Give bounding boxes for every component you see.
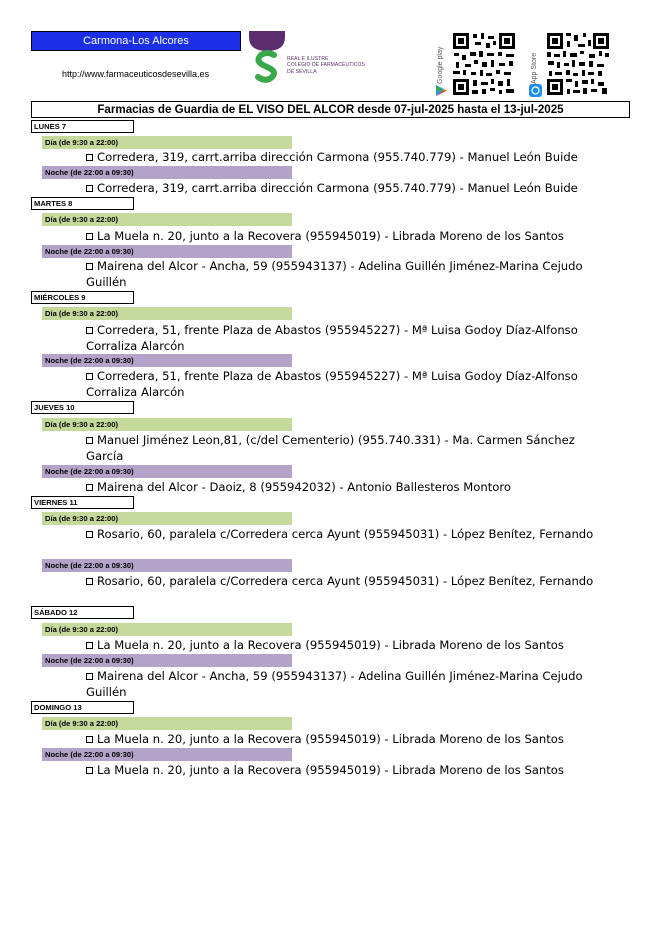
app-store-label: App Store bbox=[531, 52, 538, 84]
checkbox-icon bbox=[86, 185, 93, 192]
night-shift-label: Noche (de 22:00 a 09:30) bbox=[42, 559, 292, 572]
night-shift-label: Noche (de 22:00 a 09:30) bbox=[42, 465, 292, 478]
checkbox-icon bbox=[86, 578, 93, 585]
night-pharmacy-entry: Mairena del Alcor - Ancha, 59 (955943137… bbox=[86, 258, 596, 290]
night-shift-label: Noche (de 22:00 a 09:30) bbox=[42, 245, 292, 258]
night-shift-label: Noche (de 22:00 a 09:30) bbox=[42, 654, 292, 667]
checkbox-icon bbox=[86, 327, 93, 334]
college-logo-icon bbox=[249, 31, 285, 83]
google-play-label: Google play bbox=[437, 46, 444, 84]
checkbox-icon bbox=[86, 373, 93, 380]
day-label: VIERNES 11 bbox=[31, 496, 134, 509]
google-play-icon bbox=[436, 85, 447, 96]
day-label: MARTES 8 bbox=[31, 197, 134, 210]
day-pharmacy-entry: La Muela n. 20, junto a la Recovera (955… bbox=[86, 228, 596, 244]
day-pharmacy-entry: La Muela n. 20, junto a la Recovera (955… bbox=[86, 731, 596, 747]
page-title: Farmacias de Guardia de EL VISO DEL ALCO… bbox=[31, 101, 630, 118]
checkbox-icon bbox=[86, 673, 93, 680]
night-pharmacy-entry: Corredera, 51, frente Plaza de Abastos (… bbox=[86, 368, 596, 400]
day-shift-label: Día (de 9:30 a 22:00) bbox=[42, 512, 292, 525]
day-label: LUNES 7 bbox=[31, 120, 134, 133]
checkbox-icon bbox=[86, 437, 93, 444]
day-shift-label: Día (de 9:30 a 22:00) bbox=[42, 418, 292, 431]
pharmacy-text: Mairena del Alcor - Ancha, 59 (955943137… bbox=[86, 669, 583, 699]
college-name-line-1: REAL E ILUSTRE bbox=[287, 56, 329, 62]
college-name: REAL E ILUSTRE COLEGIO DE FARMACÉUTICOS … bbox=[287, 56, 365, 75]
pharmacy-text: Mairena del Alcor - Ancha, 59 (955943137… bbox=[86, 259, 583, 289]
night-pharmacy-entry: Mairena del Alcor - Ancha, 59 (955943137… bbox=[86, 668, 596, 700]
pharmacy-text: Manuel Jiménez Leon,81, (c/del Cementeri… bbox=[86, 433, 575, 463]
google-play-qr-code bbox=[451, 31, 517, 97]
pharmacy-text: La Muela n. 20, junto a la Recovera (955… bbox=[97, 763, 564, 777]
zone-label: Carmona-Los Alcores bbox=[31, 31, 241, 51]
college-name-line-3: DE SEVILLA bbox=[287, 68, 317, 75]
day-shift-label: Día (de 9:30 a 22:00) bbox=[42, 307, 292, 320]
day-pharmacy-entry: Corredera, 51, frente Plaza de Abastos (… bbox=[86, 322, 596, 354]
pharmacy-text: La Muela n. 20, junto a la Recovera (955… bbox=[97, 229, 564, 243]
night-shift-label: Noche (de 22:00 a 09:30) bbox=[42, 354, 292, 367]
day-label: SÁBADO 12 bbox=[31, 606, 134, 619]
day-pharmacy-entry: La Muela n. 20, junto a la Recovera (955… bbox=[86, 637, 596, 653]
college-name-line-2: COLEGIO DE FARMACÉUTICOS bbox=[287, 62, 365, 69]
night-pharmacy-entry: Rosario, 60, paralela c/Corredera cerca … bbox=[86, 573, 596, 589]
day-shift-label: Día (de 9:30 a 22:00) bbox=[42, 717, 292, 730]
checkbox-icon bbox=[86, 767, 93, 774]
night-pharmacy-entry: Corredera, 319, carrt.arriba dirección C… bbox=[86, 180, 596, 196]
day-shift-label: Día (de 9:30 a 22:00) bbox=[42, 136, 292, 149]
day-label: JUEVES 10 bbox=[31, 401, 134, 414]
app-store-qr-code bbox=[545, 31, 611, 97]
checkbox-icon bbox=[86, 484, 93, 491]
pharmacy-text: La Muela n. 20, junto a la Recovera (955… bbox=[97, 638, 564, 652]
checkbox-icon bbox=[86, 263, 93, 270]
day-pharmacy-entry: Corredera, 319, carrt.arriba dirección C… bbox=[86, 149, 596, 165]
checkbox-icon bbox=[86, 736, 93, 743]
pharmacy-text: Corredera, 51, frente Plaza de Abastos (… bbox=[86, 323, 578, 353]
checkbox-icon bbox=[86, 642, 93, 649]
day-shift-label: Día (de 9:30 a 22:00) bbox=[42, 623, 292, 636]
pharmacy-text: Mairena del Alcor - Daoiz, 8 (955942032)… bbox=[97, 480, 511, 494]
night-pharmacy-entry: La Muela n. 20, junto a la Recovera (955… bbox=[86, 762, 596, 778]
night-pharmacy-entry: Mairena del Alcor - Daoiz, 8 (955942032)… bbox=[86, 479, 596, 495]
website-link[interactable]: http://www.farmaceuticosdesevilla.es bbox=[62, 69, 210, 79]
checkbox-icon bbox=[86, 154, 93, 161]
pharmacy-text: Rosario, 60, paralela c/Corredera cerca … bbox=[97, 527, 594, 541]
pharmacy-text: Corredera, 319, carrt.arriba dirección C… bbox=[97, 150, 578, 164]
pharmacy-text: La Muela n. 20, junto a la Recovera (955… bbox=[97, 732, 564, 746]
night-shift-label: Noche (de 22:00 a 09:30) bbox=[42, 748, 292, 761]
day-label: DOMINGO 13 bbox=[31, 701, 134, 714]
checkbox-icon bbox=[86, 531, 93, 538]
checkbox-icon bbox=[86, 233, 93, 240]
app-store-icon bbox=[529, 84, 542, 97]
pharmacy-text: Corredera, 51, frente Plaza de Abastos (… bbox=[86, 369, 578, 399]
day-label: MIÉRCOLES 9 bbox=[31, 291, 134, 304]
night-shift-label: Noche (de 22:00 a 09:30) bbox=[42, 166, 292, 179]
day-shift-label: Día (de 9:30 a 22:00) bbox=[42, 213, 292, 226]
day-pharmacy-entry: Rosario, 60, paralela c/Corredera cerca … bbox=[86, 526, 596, 542]
day-pharmacy-entry: Manuel Jiménez Leon,81, (c/del Cementeri… bbox=[86, 432, 596, 464]
pharmacy-text: Corredera, 319, carrt.arriba dirección C… bbox=[97, 181, 578, 195]
pharmacy-text: Rosario, 60, paralela c/Corredera cerca … bbox=[97, 574, 594, 588]
